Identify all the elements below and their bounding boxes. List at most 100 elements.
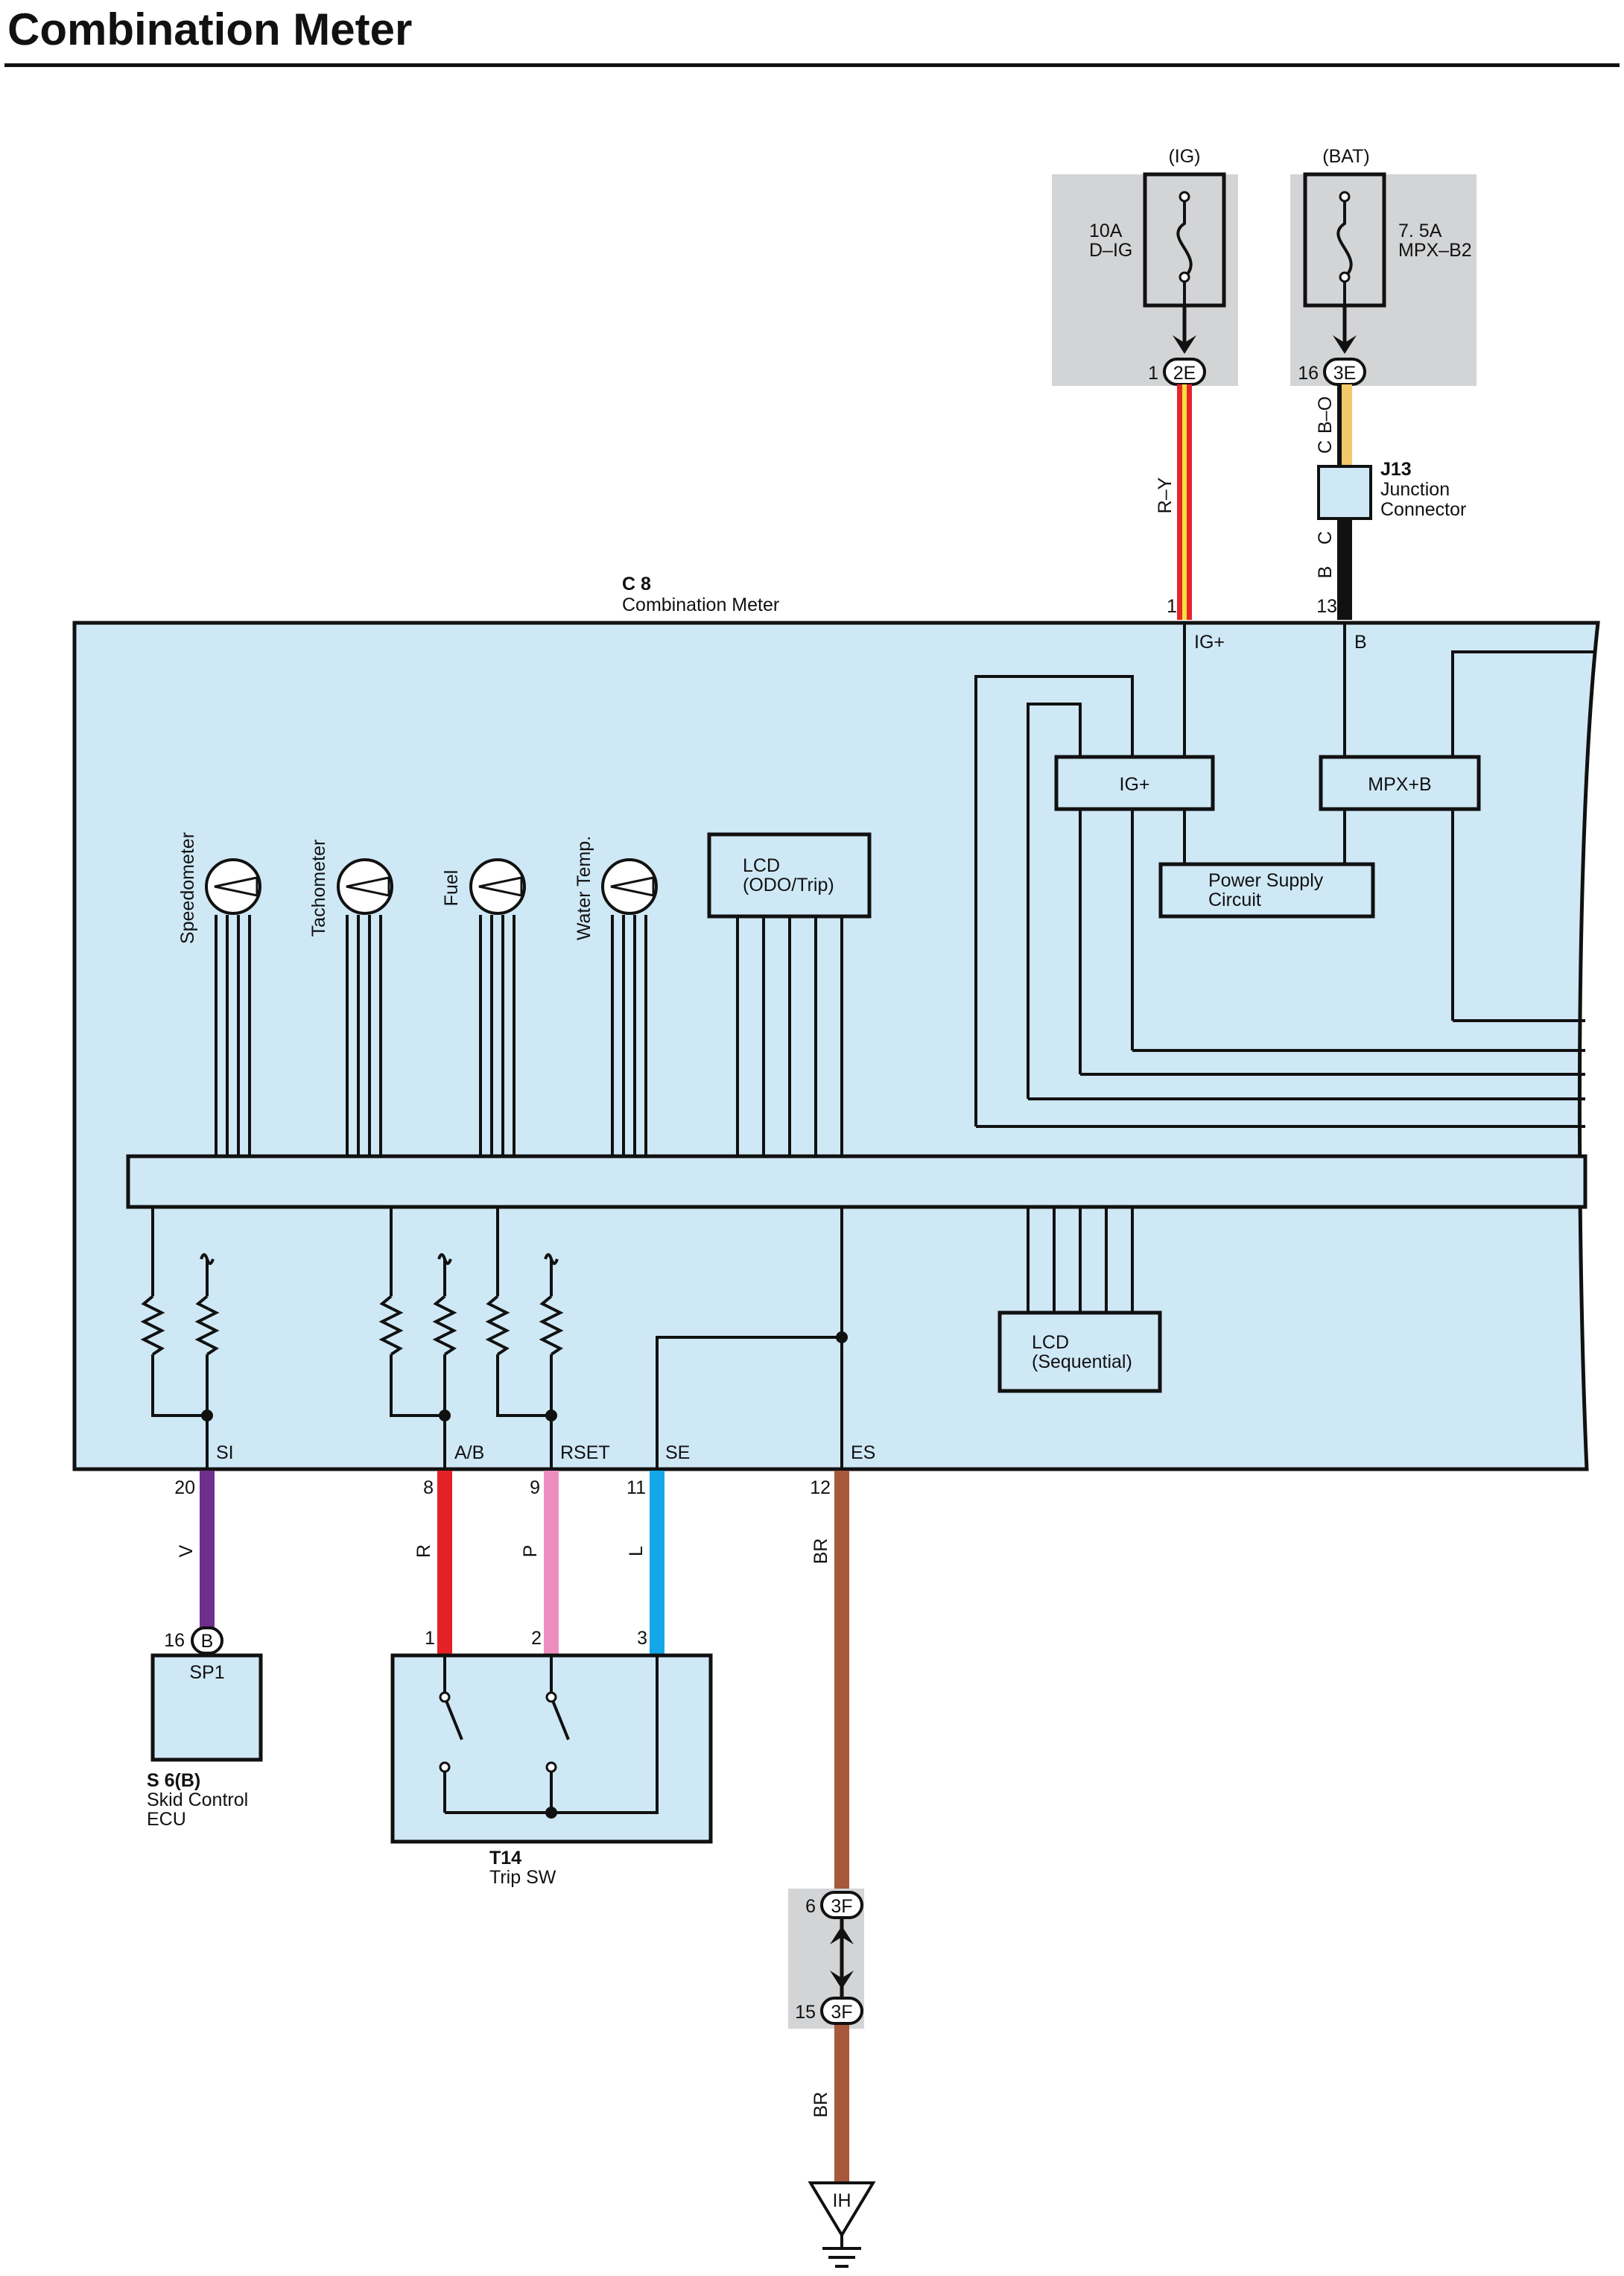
wire-bat-code-b: B bbox=[1315, 566, 1336, 579]
power-supply-label-2: Circuit bbox=[1208, 890, 1261, 910]
fuse-ig-circuit: (IG) bbox=[1168, 146, 1200, 167]
lcd-seq-label-2: (Sequential) bbox=[1032, 1351, 1132, 1372]
fuse-bat-rating: 7. 5A bbox=[1398, 221, 1442, 241]
internal-power-lines bbox=[974, 623, 1594, 1128]
mpx-block-label: MPX+B bbox=[1368, 774, 1431, 795]
skid-name-2: ECU bbox=[147, 1809, 186, 1830]
fuse-bat-pin: 16 bbox=[1298, 363, 1319, 384]
ig-block-label: IG+ bbox=[1120, 774, 1150, 795]
gauge-fuel: Fuel bbox=[441, 858, 526, 1156]
pin-8: 8 bbox=[423, 1477, 434, 1498]
page-title: Combination Meter bbox=[7, 4, 413, 54]
junction-name-2: Connector bbox=[1380, 499, 1466, 520]
mpx-block bbox=[1319, 755, 1481, 811]
wire-r-code: R bbox=[413, 1544, 434, 1558]
ground-pin-6: 6 bbox=[805, 1896, 816, 1917]
wire-p-code: P bbox=[520, 1545, 541, 1558]
connector-2e-label: 2E bbox=[1173, 363, 1196, 384]
meter-terminal-b: B bbox=[1354, 632, 1367, 653]
wire-br-lower-code: BR bbox=[811, 2092, 831, 2118]
gauge-label-speedometer: Speedometer bbox=[177, 832, 198, 944]
meter-terminal-ig: IG+ bbox=[1194, 632, 1225, 653]
lcd-odo-trip: LCD (ODO/Trip) bbox=[707, 832, 872, 1156]
pin-20: 20 bbox=[174, 1477, 195, 1498]
power-supply-block bbox=[1158, 862, 1375, 919]
connector-3e-label: 3E bbox=[1333, 363, 1357, 384]
water-temp-gauge-icon bbox=[601, 858, 658, 915]
gauge-water-temp: Water Temp. bbox=[574, 836, 658, 1156]
wire-br-code: BR bbox=[811, 1538, 831, 1565]
ground-symbol-icon bbox=[808, 2181, 876, 2238]
gauge-label-fuel: Fuel bbox=[441, 870, 462, 907]
wire-bat-code-upper: B–O bbox=[1315, 396, 1336, 434]
tachometer-icon bbox=[337, 858, 393, 915]
internal-bus bbox=[126, 1154, 1587, 1209]
wire-ig-code: R–Y bbox=[1155, 477, 1176, 513]
meter-terminal-ab: A/B bbox=[454, 1442, 484, 1463]
trip-pin-3: 3 bbox=[637, 1628, 647, 1649]
trip-id: T14 bbox=[489, 1848, 521, 1868]
skid-connector bbox=[191, 1626, 223, 1655]
trip-name: Trip SW bbox=[489, 1867, 556, 1888]
gauge-label-tachometer: Tachometer bbox=[308, 840, 329, 937]
speedometer-icon bbox=[205, 858, 261, 915]
wire-ig: R–Y bbox=[1155, 384, 1192, 620]
meter-terminal-es: ES bbox=[851, 1442, 875, 1463]
combination-meter: C 8 Combination Meter 1 13 IG+ B IG+ MPX bbox=[72, 574, 1600, 1471]
wire-l-code: L bbox=[626, 1546, 647, 1556]
skid-control-ecu: 16 B SP1 S 6(B) Skid Control ECU bbox=[147, 1626, 263, 1830]
lcd-seq-label-1: LCD bbox=[1032, 1332, 1069, 1353]
gauge-label-water-temp: Water Temp. bbox=[574, 836, 594, 940]
meter-body bbox=[72, 621, 1600, 1471]
fuse-bat-name: MPX–B2 bbox=[1398, 240, 1472, 261]
meter-terminal-rset: RSET bbox=[560, 1442, 610, 1463]
power-supply-label-1: Power Supply bbox=[1208, 870, 1324, 891]
trip-pin-2: 2 bbox=[531, 1628, 542, 1649]
meter-pin-1: 1 bbox=[1167, 596, 1177, 617]
lcd-sequential: LCD (Sequential) bbox=[997, 1207, 1162, 1393]
skid-terminal: SP1 bbox=[189, 1662, 224, 1683]
meter-terminal-si: SI bbox=[216, 1442, 234, 1463]
junction-j13 bbox=[1317, 465, 1372, 520]
trip-switch: 1 2 3 T14 Trip SW bbox=[390, 1628, 713, 1888]
wire-v bbox=[200, 1471, 215, 1633]
lcd-odo-label-2: (ODO/Trip) bbox=[743, 875, 834, 895]
fuse-ig-rating: 10A bbox=[1089, 221, 1123, 241]
skid-name-1: Skid Control bbox=[147, 1790, 248, 1810]
wire-v-code: V bbox=[176, 1544, 197, 1557]
title-rule bbox=[4, 63, 1620, 67]
trip-pin-1: 1 bbox=[425, 1628, 435, 1649]
fuse-box-bat: (BAT) 7. 5A MPX–B2 16 3E bbox=[1290, 146, 1476, 386]
gauge-tachometer: Tachometer bbox=[308, 840, 393, 1156]
meter-name: Combination Meter bbox=[622, 595, 779, 615]
connector-3f-upper-label: 3F bbox=[831, 1896, 852, 1917]
wire-r bbox=[437, 1471, 452, 1655]
lcd-odo-label-1: LCD bbox=[743, 855, 780, 876]
wire-l bbox=[650, 1471, 664, 1655]
wire-bat-code-c-lower: C bbox=[1315, 531, 1336, 545]
fuse-box-ig: (IG) 10A D–IG 1 2E bbox=[1052, 146, 1238, 386]
fuel-gauge-icon bbox=[469, 858, 526, 915]
fuse-ig-pin: 1 bbox=[1148, 363, 1158, 384]
fuse-bat-circuit: (BAT) bbox=[1322, 146, 1369, 167]
ground-label: IH bbox=[833, 2190, 851, 2211]
connector-3f-lower-label: 3F bbox=[831, 2002, 852, 2023]
wire-p bbox=[544, 1471, 559, 1655]
ig-block bbox=[1054, 755, 1215, 811]
skid-pin: 16 bbox=[164, 1630, 185, 1651]
wire-br bbox=[834, 1471, 849, 1892]
wire-bat: B–O C C B J13 Junction Connector bbox=[1315, 384, 1466, 620]
junction-name-1: Junction bbox=[1380, 479, 1450, 500]
skid-connector-label: B bbox=[201, 1631, 214, 1652]
ground-connector: 3F 6 3F 15 BR IH bbox=[788, 1889, 876, 2268]
gauge-speedometer: Speedometer bbox=[177, 832, 261, 1156]
skid-id: S 6(B) bbox=[147, 1770, 200, 1791]
wire-bat-code-c-upper: C bbox=[1315, 440, 1336, 454]
fuse-ig-name: D–IG bbox=[1089, 240, 1132, 261]
wire-br-lower bbox=[834, 2025, 849, 2183]
pin-12: 12 bbox=[810, 1477, 831, 1498]
meter-id: C 8 bbox=[622, 574, 651, 595]
ground-pin-15: 15 bbox=[795, 2002, 816, 2023]
junction-id: J13 bbox=[1380, 459, 1412, 480]
